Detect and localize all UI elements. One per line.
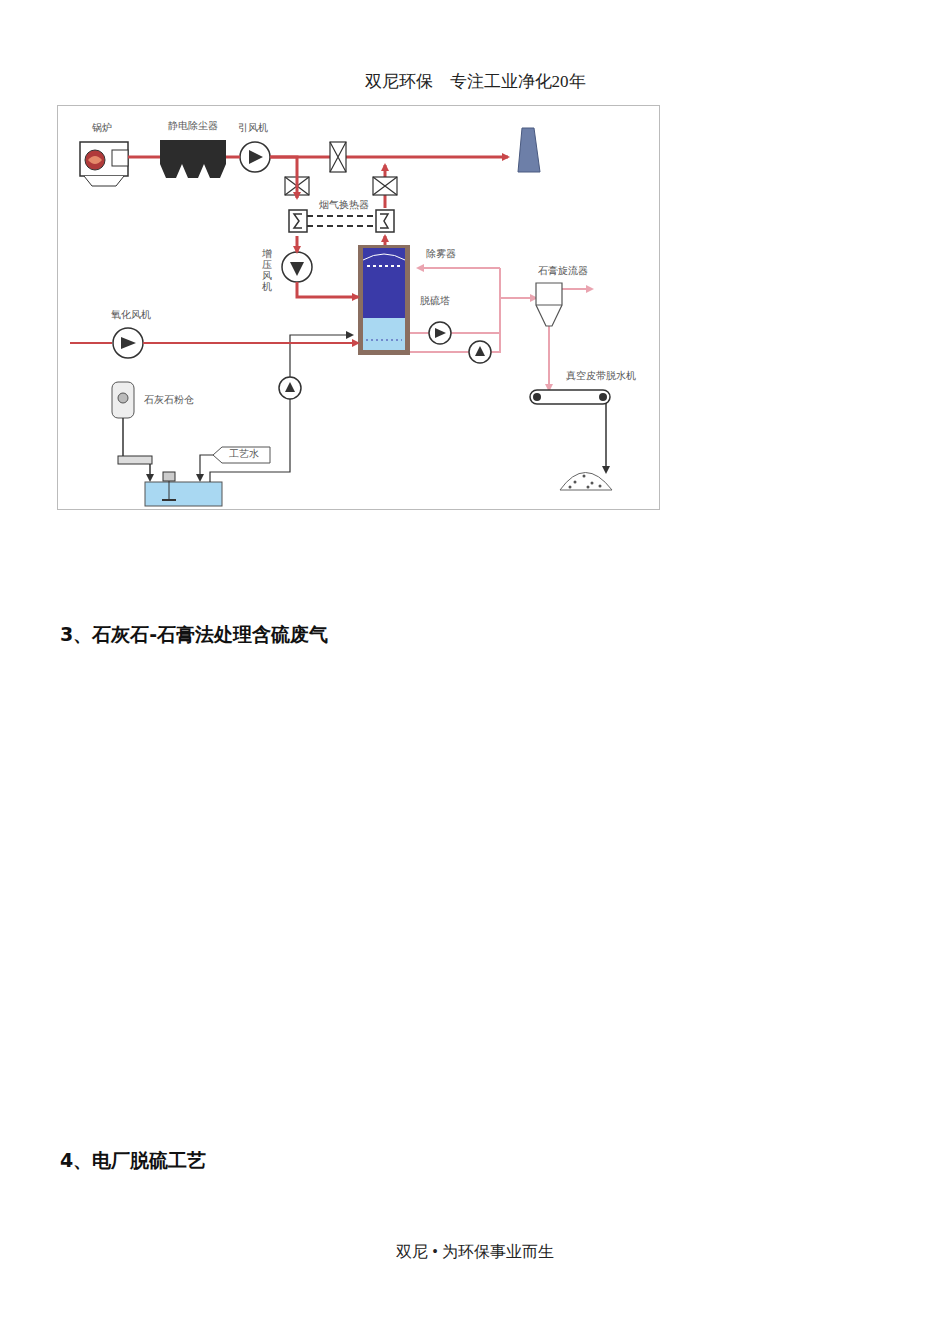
part-label: 石膏旋流器 [538,265,588,277]
part-label: 锅炉 [92,122,112,134]
part-label: 石灰石粉仓 [144,394,194,406]
flow-connector [384,236,387,245]
flow-connector [548,326,550,390]
absorber-tower: 脱硫塔 [358,245,410,355]
part-label: 氧化风机 [111,309,151,321]
precipitator: 静电除尘器 [160,140,226,178]
section-heading: 4、电厂脱硫工艺 [60,1148,206,1174]
page-footer: 双尼 • 为环保事业而生 [396,1242,554,1263]
booster-fan: 增压风机 [282,252,312,282]
part-label: 引风机 [238,122,268,134]
flow-connector [270,157,297,198]
process-water: 工艺水 [213,447,270,463]
part-label: 增压风机 [262,248,272,292]
id-fan: 引风机 [240,142,270,172]
oxidation-fan: 氧化风机 [113,328,143,358]
part-label: 除雾器 [426,247,456,261]
part-label: 脱硫塔 [420,295,450,307]
heat-exchanger-symbol [289,210,394,232]
section-heading: 3、石灰石-石膏法处理含硫废气 [60,622,328,648]
flow-connector [128,156,160,159]
flow-connector [296,236,299,252]
gypsum-cyclone: 石膏旋流器 [536,283,562,326]
heat-exchanger: 烟气换热器 [288,198,402,236]
flow-connector [297,282,358,297]
precipitator-symbol [160,140,226,178]
vacuum-belt: 真空皮带脱水机 [530,390,610,404]
limestone-silo: 石灰石粉仓 [112,382,134,418]
part-label: 烟气换热器 [319,199,369,211]
boiler: 锅炉 [80,142,128,186]
boiler-symbol [80,142,128,186]
part-label: 真空皮带脱水机 [566,370,636,382]
page-header: 双尼环保 专注工业净化20年 [365,70,586,93]
part-label: 静电除尘器 [168,120,218,132]
flow-connector [226,156,240,159]
flow-connector [143,342,358,344]
part-label: 工艺水 [229,448,259,460]
absorber-tower [358,245,410,355]
